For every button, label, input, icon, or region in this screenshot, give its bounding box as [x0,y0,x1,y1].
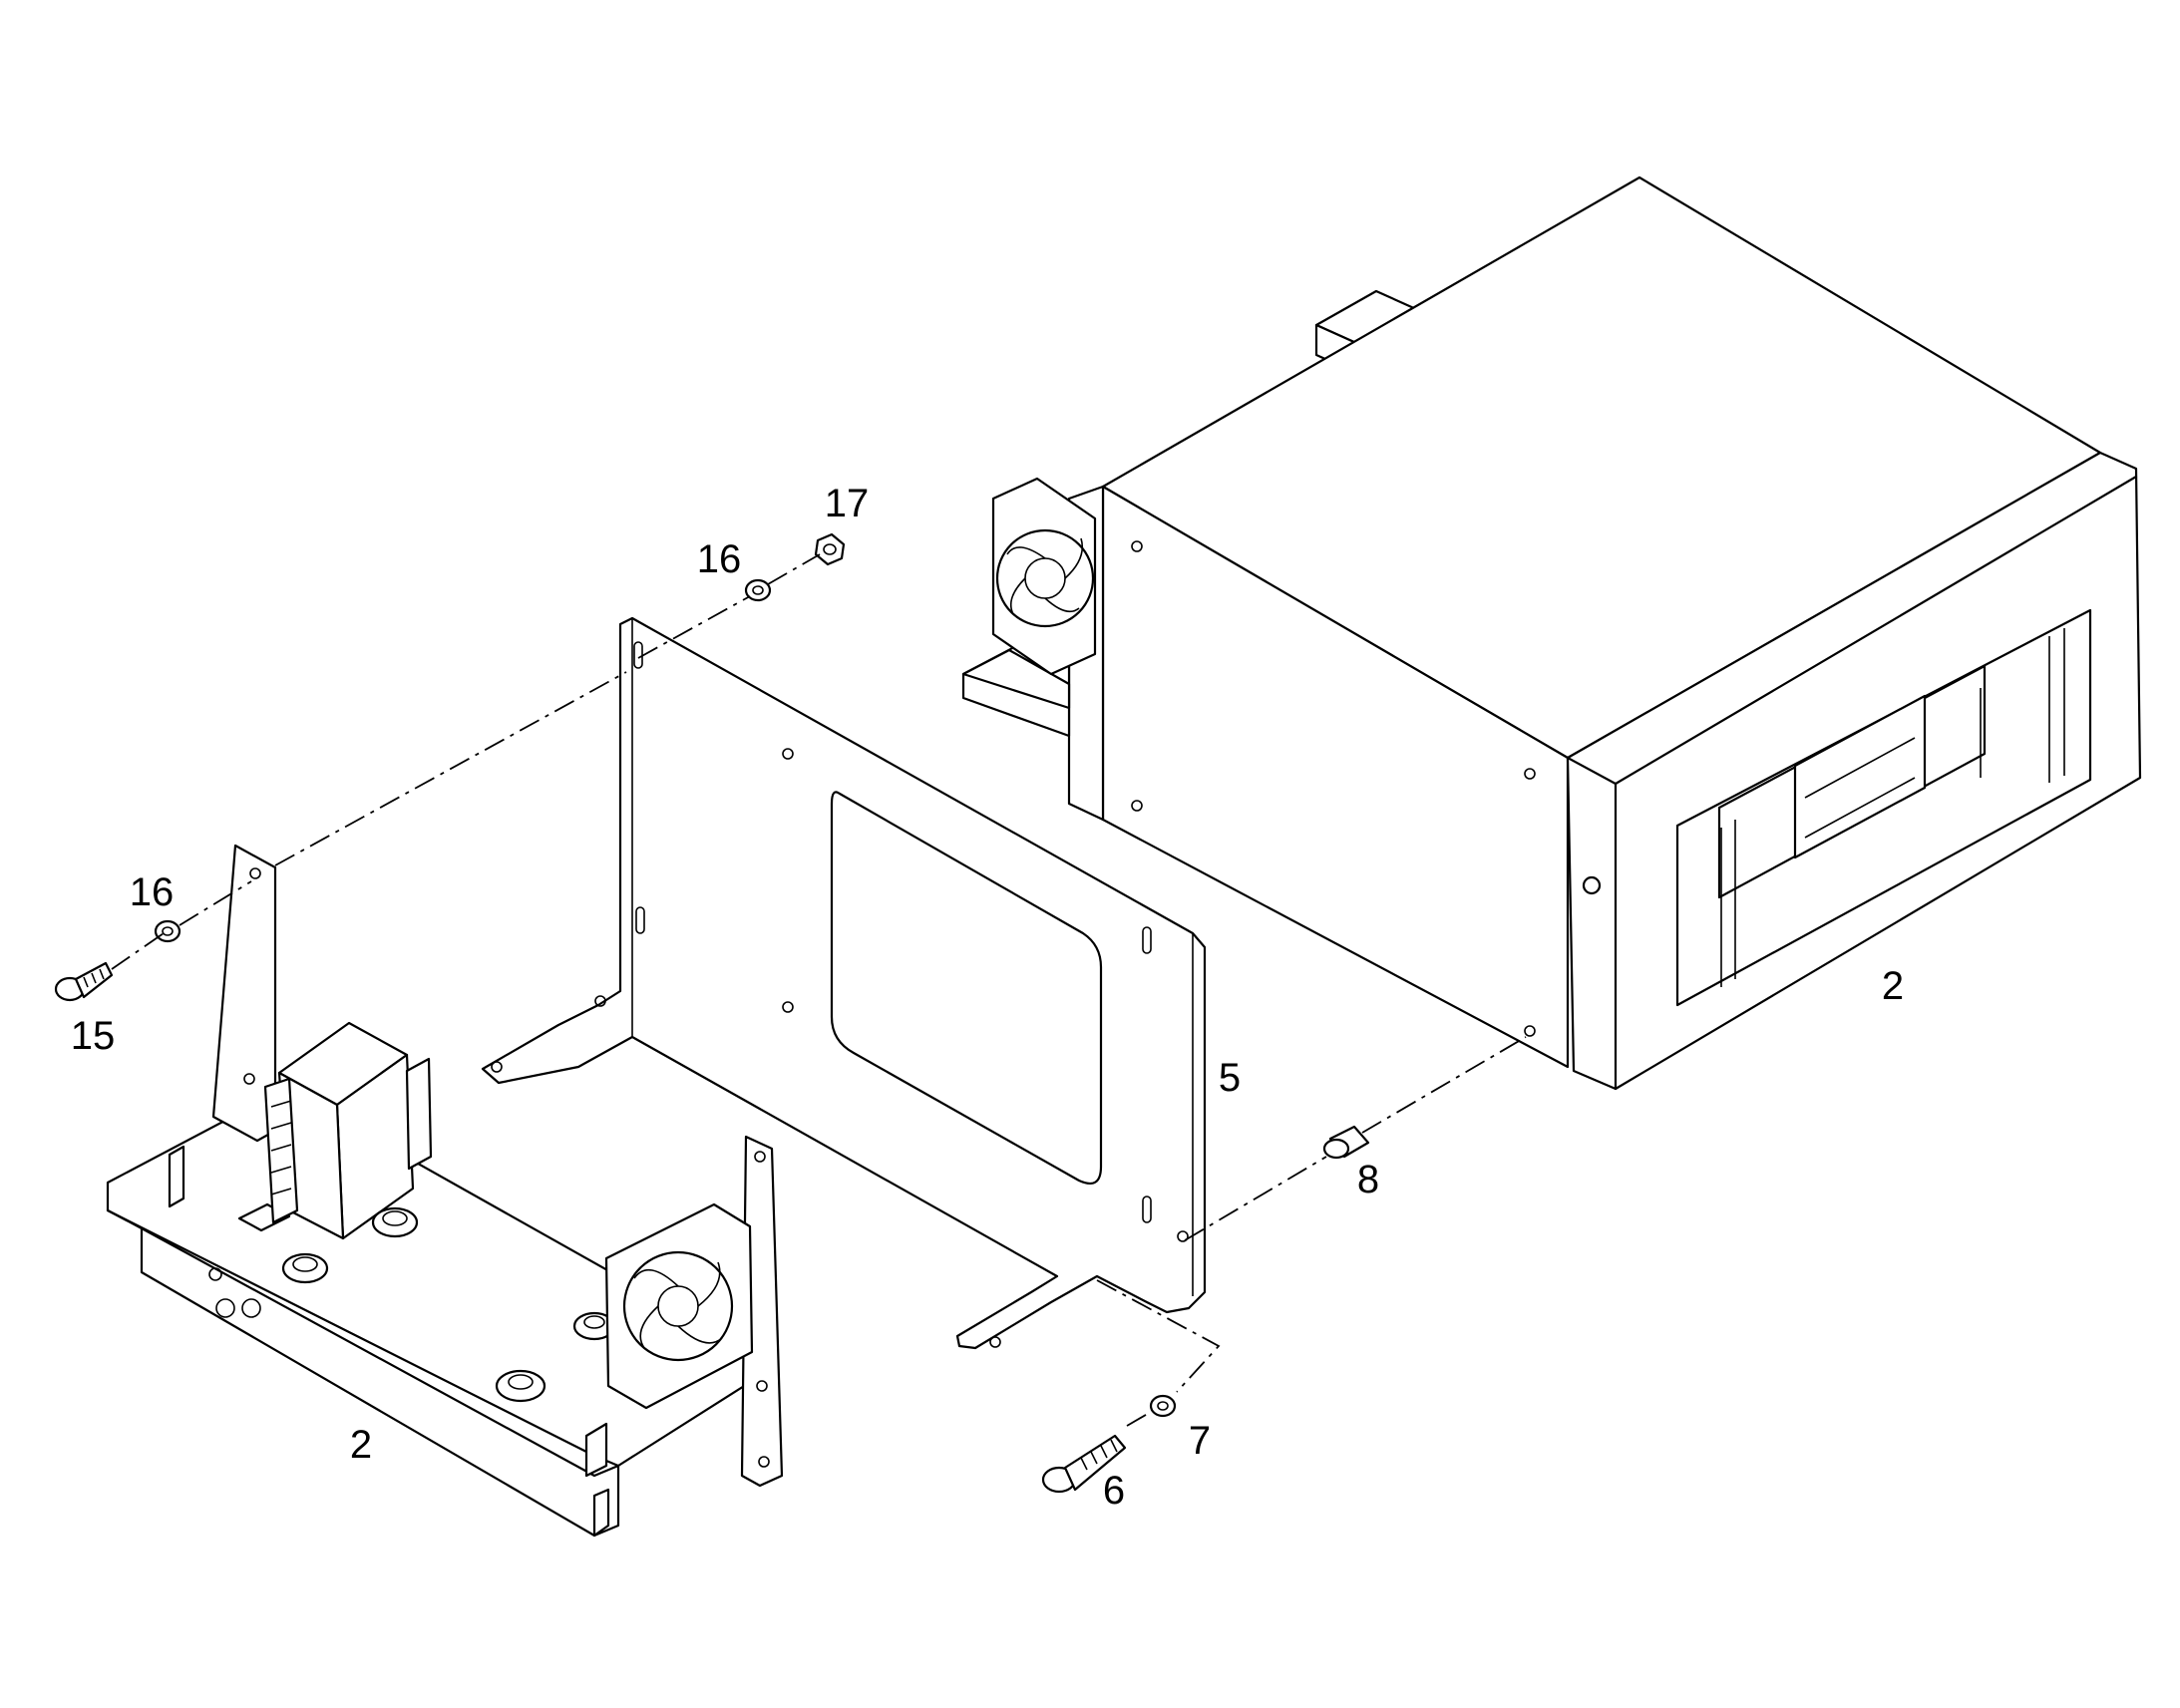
callout-2-base: 2 [350,1423,372,1467]
callout-15-screw: 15 [71,1014,116,1058]
callout-2-housing: 2 [1882,964,1904,1008]
callout-17-nut: 17 [825,482,870,525]
screw-icon [54,961,114,1002]
assembly-lines [111,553,1527,1427]
washer-icon [1149,1394,1177,1418]
fan-icon [604,1202,754,1410]
callout-6-screw: 6 [1103,1469,1125,1513]
washer-icon [744,578,772,602]
mounting-plate [481,616,1207,1350]
screw-icon [1041,1434,1127,1494]
callout-8-spacer: 8 [1357,1158,1379,1201]
cable-glands [281,1206,616,1403]
spacer-icon [1322,1125,1370,1160]
callout-16-washer-top: 16 [697,537,742,581]
callout-5-plate: 5 [1219,1056,1241,1100]
housing-cover [961,175,2142,1091]
washer-icon [154,919,182,943]
callout-16-washer-left: 16 [130,870,175,914]
callout-7-washer: 7 [1189,1419,1211,1463]
nut-icon [814,532,846,566]
transformer-icon [263,1021,433,1240]
fan-icon [991,477,1097,676]
